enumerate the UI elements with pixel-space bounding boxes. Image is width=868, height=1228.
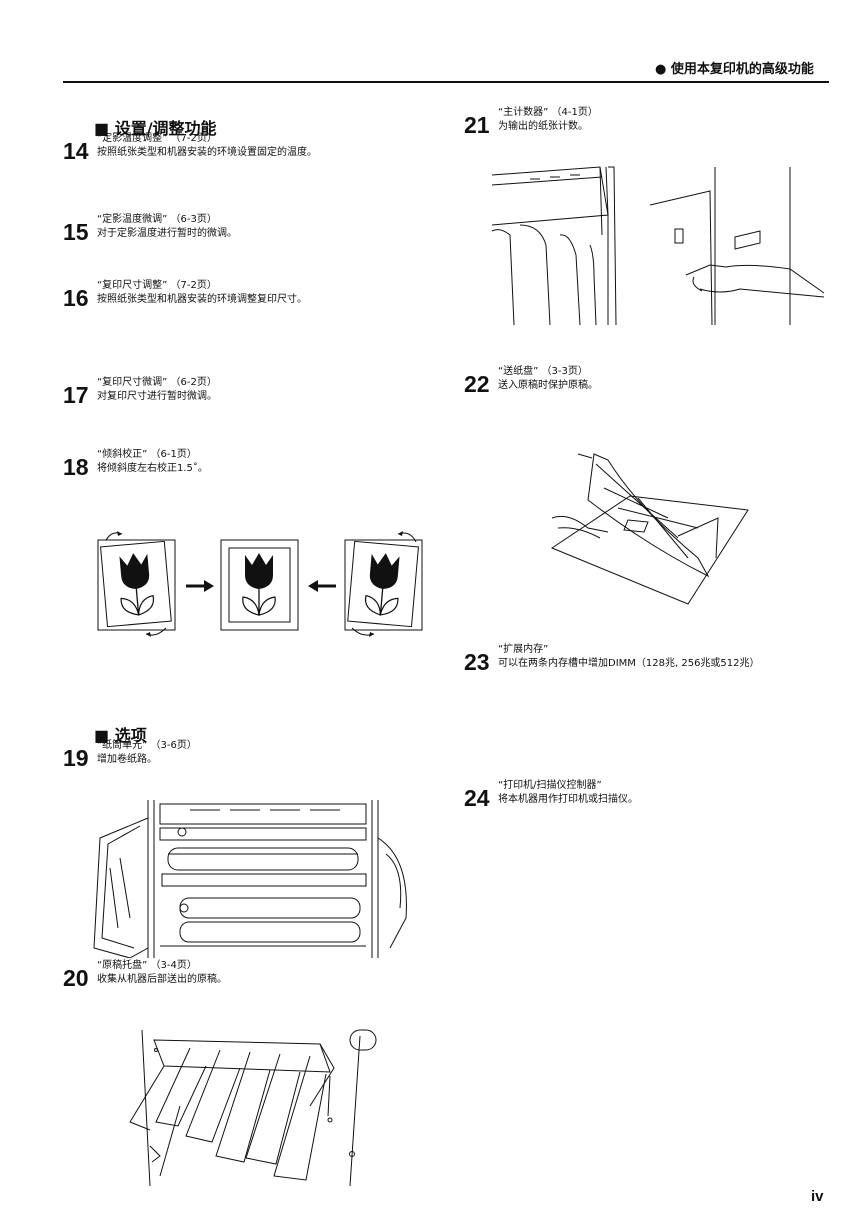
item-title: “送纸盘” （3-3页） bbox=[498, 366, 588, 377]
item-description: 可以在两条内存槽中增加DIMM（128兆, 256兆或512兆） bbox=[498, 658, 760, 669]
item-description: 收集从机器后部送出的原稿。 bbox=[97, 974, 227, 985]
item-number: 20 bbox=[63, 965, 89, 991]
item-title: “主计数器” （4-1页） bbox=[498, 107, 598, 118]
item-title: “原稿托盘” （3-4页） bbox=[97, 960, 197, 971]
item-number: 23 bbox=[464, 649, 490, 675]
item-title: “定影温度微调” （6-3页） bbox=[97, 214, 217, 225]
item-number: 15 bbox=[63, 219, 89, 245]
item-number: 14 bbox=[63, 138, 89, 164]
item-title: “纸筒单元” （3-6页） bbox=[97, 740, 197, 751]
item-title: “复印尺寸微调” （6-2页） bbox=[97, 377, 217, 388]
original-tray-figure bbox=[120, 1026, 390, 1186]
item-description: 为输出的纸张计数。 bbox=[498, 121, 588, 132]
counter-figure bbox=[490, 165, 826, 327]
item-description: 按照纸张类型和机器安装的环境调整复印尺寸。 bbox=[97, 294, 307, 305]
item-number: 17 bbox=[63, 382, 89, 408]
item-title: “倾斜校正” （6-1页） bbox=[97, 449, 197, 460]
page-number: iv bbox=[811, 1188, 824, 1205]
item-title: “扩展内存” bbox=[498, 644, 549, 655]
item-description: 增加卷纸路。 bbox=[97, 754, 157, 765]
item-title: “复印尺寸调整” （7-2页） bbox=[97, 280, 217, 291]
item-number: 22 bbox=[464, 371, 490, 397]
item-number: 24 bbox=[464, 785, 490, 811]
item-description: 将本机器用作打印机或扫描仪。 bbox=[498, 794, 638, 805]
item-description: 对复印尺寸进行暂时微调。 bbox=[97, 391, 217, 402]
item-number: 16 bbox=[63, 285, 89, 311]
item-title: “定影温度调整” （7-2页） bbox=[97, 133, 217, 144]
item-description: 将倾斜度左右校正1.5˚。 bbox=[97, 463, 208, 474]
section-heading-options: ■ 选项 bbox=[94, 726, 147, 745]
item-number: 19 bbox=[63, 745, 89, 771]
feed-tray-figure bbox=[548, 448, 754, 608]
item-number: 18 bbox=[63, 454, 89, 480]
item-number: 21 bbox=[464, 112, 490, 138]
item-description: 对于定影温度进行暂时的微调。 bbox=[97, 228, 237, 239]
item-title: “打印机/扫描仪控制器” bbox=[498, 780, 602, 791]
skew-correction-figure bbox=[90, 530, 430, 640]
running-header: ● 使用本复印机的高级功能 bbox=[655, 62, 814, 77]
item-description: 按照纸张类型和机器安装的环境设置固定的温度。 bbox=[97, 147, 317, 158]
section-heading-settings: ■ 设置/调整功能 bbox=[94, 119, 217, 138]
item-description: 送入原稿时保护原稿。 bbox=[498, 380, 598, 391]
roll-feeder-figure bbox=[90, 798, 420, 958]
header-rule bbox=[63, 81, 829, 83]
